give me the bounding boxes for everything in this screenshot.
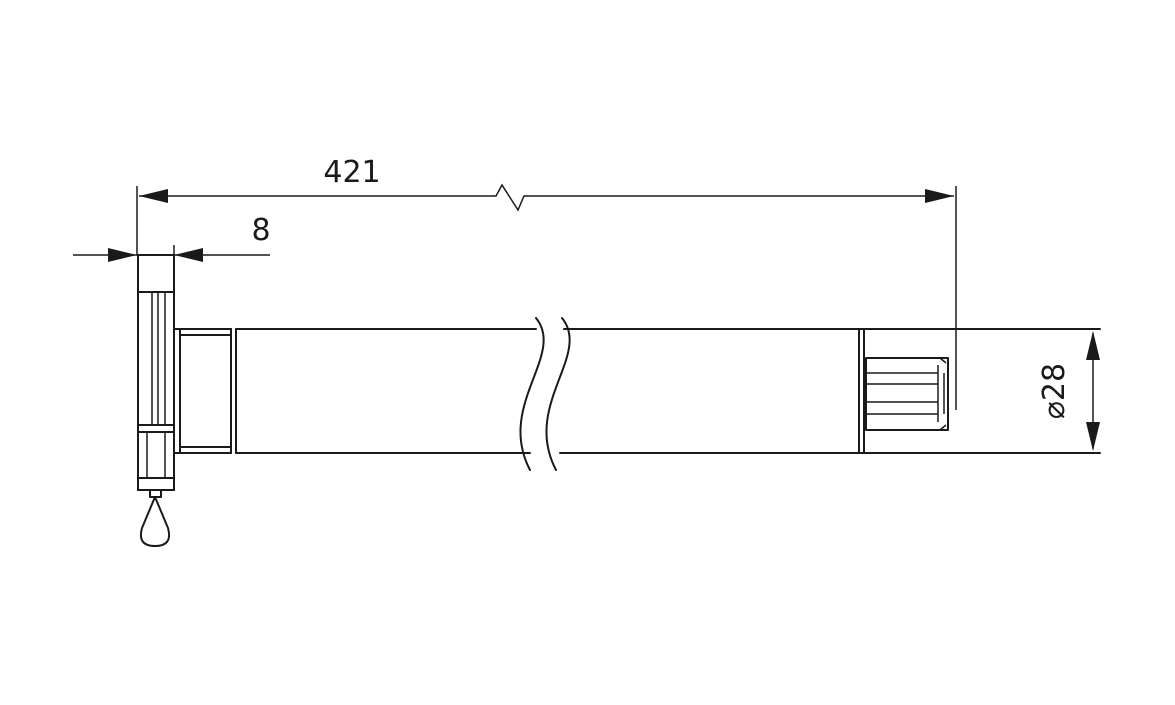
- crank-eye-icon: [139, 496, 171, 547]
- arrowhead-left: [139, 189, 168, 203]
- arrowhead-thickness-right: [174, 248, 203, 262]
- adapter-tab-top: [920, 357, 947, 364]
- arrowhead-right: [925, 189, 954, 203]
- length-dimension-line-with-break: [139, 183, 954, 212]
- thickness-label: 8: [251, 213, 270, 248]
- arrowhead-diameter-top: [1086, 331, 1100, 360]
- diameter-label: ⌀28: [1037, 363, 1072, 419]
- arrowhead-diameter-bottom: [1086, 422, 1100, 451]
- arrowhead-thickness-left: [108, 248, 137, 262]
- adapter-tab-bottom: [920, 424, 947, 431]
- length-label: 421: [323, 155, 380, 190]
- crank-eye-stem: [149, 489, 162, 498]
- motor-head: [137, 254, 175, 547]
- motor-tube: [173, 317, 1101, 471]
- head-top-block: [137, 254, 175, 293]
- overall-length-dimension: 421: [136, 155, 957, 410]
- adapter-body: [865, 357, 949, 431]
- output-adapter: [865, 357, 949, 431]
- head-thickness-dimension: 8: [73, 213, 271, 288]
- break-line-right: [545, 317, 571, 471]
- break-line-left: [519, 317, 545, 471]
- diameter-dimension: ⌀28: [1037, 331, 1100, 451]
